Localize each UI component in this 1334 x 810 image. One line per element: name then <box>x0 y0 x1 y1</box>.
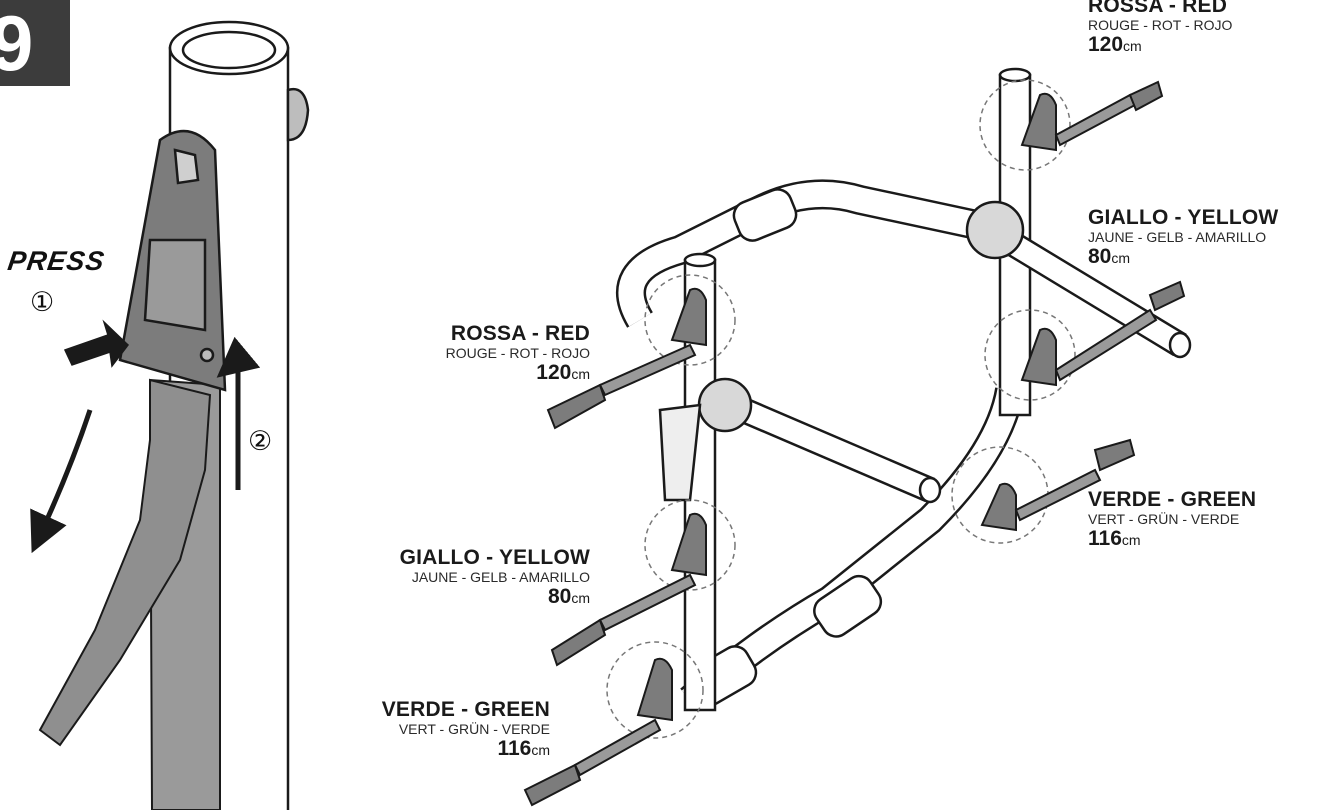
step-number: 9 <box>0 0 34 86</box>
press-arrows <box>30 319 261 554</box>
label-right-yellow: GIALLO - YELLOW JAUNE - GELB - AMARILLO … <box>1088 206 1278 270</box>
label-title: VERDE - GREEN <box>381 698 550 721</box>
label-title: GIALLO - YELLOW <box>399 546 590 569</box>
label-subtitle: ROUGE - ROT - ROJO <box>445 345 590 361</box>
side-knob <box>286 87 310 142</box>
step-number-badge: 9 <box>0 0 70 86</box>
label-subtitle: JAUNE - GELB - AMARILLO <box>411 569 590 585</box>
press-label: PRESS <box>5 246 107 276</box>
label-left-yellow: GIALLO - YELLOW JAUNE - GELB - AMARILLO … <box>340 546 590 610</box>
step-1-marker: ① <box>30 287 55 318</box>
label-subtitle: VERT - GRÜN - VERDE <box>398 721 550 737</box>
label-title: ROSSA - RED <box>1088 0 1228 17</box>
label-subtitle: ROUGE - ROT - ROJO <box>1088 17 1233 33</box>
label-length: 80cm <box>547 585 590 608</box>
label-length: 116cm <box>497 737 550 760</box>
label-length: 80cm <box>1088 245 1131 268</box>
label-title: ROSSA - RED <box>450 322 590 345</box>
label-subtitle: JAUNE - GELB - AMARILLO <box>1088 229 1267 245</box>
strap-buckle <box>118 129 227 392</box>
rack-straps <box>523 80 1186 807</box>
label-subtitle: VERT - GRÜN - VERDE <box>1088 511 1240 527</box>
label-title: VERDE - GREEN <box>1088 488 1257 511</box>
label-length: 120cm <box>536 361 590 384</box>
rack-frame <box>616 67 1192 712</box>
label-left-green: VERDE - GREEN VERT - GRÜN - VERDE 116cm <box>350 698 550 762</box>
detail-circles <box>606 79 1076 739</box>
label-top-right-red: ROSSA - RED ROUGE - ROT - ROJO 120cm <box>1088 0 1232 58</box>
label-length: 120cm <box>1088 33 1142 56</box>
label-right-green: VERDE - GREEN VERT - GRÜN - VERDE 116cm <box>1088 488 1256 552</box>
label-title: GIALLO - YELLOW <box>1088 206 1279 229</box>
label-left-red: ROSSA - RED ROUGE - ROT - ROJO 120cm <box>390 322 590 386</box>
hanging-strap <box>38 378 221 810</box>
label-length: 116cm <box>1088 527 1141 550</box>
step-2-marker: ② <box>248 426 273 457</box>
